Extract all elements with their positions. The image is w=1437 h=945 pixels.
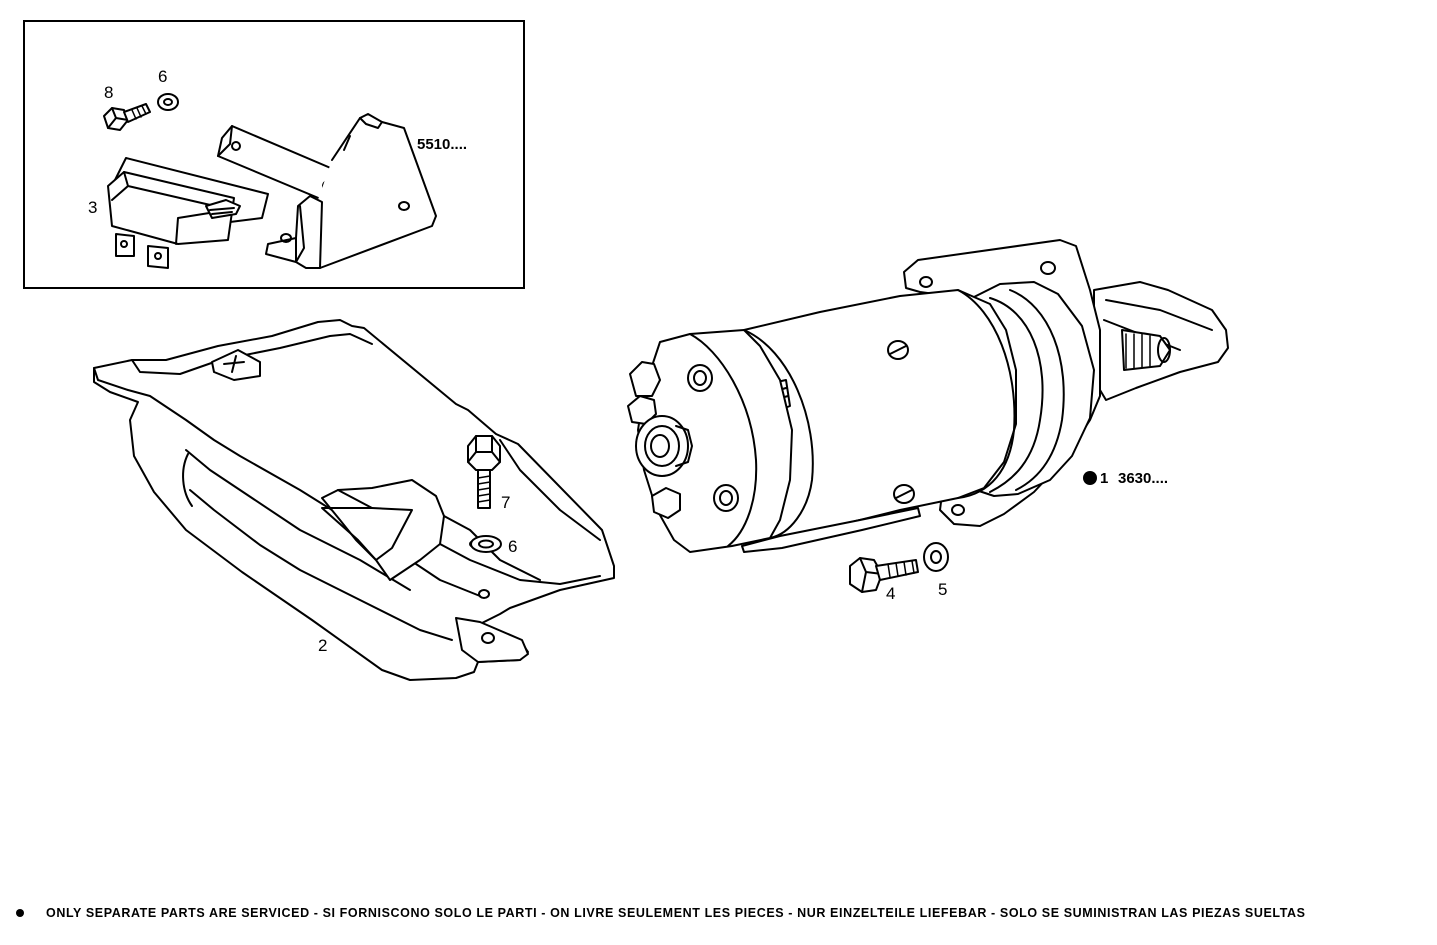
callout-3: 3 bbox=[88, 198, 97, 217]
bracket-drawing bbox=[217, 113, 437, 269]
callout-6-inset: 6 bbox=[158, 67, 167, 86]
serviced-bullet-icon bbox=[1083, 471, 1097, 485]
starter-motor-drawing bbox=[627, 239, 1229, 553]
washer-6-inset-drawing bbox=[157, 93, 179, 111]
inset-panel: 8 6 5510.... 3 bbox=[23, 20, 525, 289]
callout-4: 4 bbox=[886, 584, 895, 603]
callout-2: 2 bbox=[318, 636, 327, 655]
callout-3630: 3630.... bbox=[1118, 470, 1168, 487]
footer-bullet-icon bbox=[16, 908, 24, 917]
footer-note-text: ONLY SEPARATE PARTS ARE SERVICED - SI FO… bbox=[46, 906, 1306, 920]
washer-6-guard-drawing bbox=[470, 535, 502, 553]
regulator-drawing bbox=[107, 157, 269, 269]
bolt-4-drawing bbox=[849, 557, 919, 593]
bolt-7-drawing bbox=[467, 435, 501, 509]
washer-5-drawing bbox=[923, 542, 949, 572]
callout-1: 1 bbox=[1100, 470, 1108, 487]
callout-8: 8 bbox=[104, 83, 113, 102]
callout-7: 7 bbox=[501, 493, 510, 512]
callout-6-guard: 6 bbox=[508, 537, 517, 556]
bolt-8-drawing bbox=[103, 103, 151, 131]
callout-5510: 5510.... bbox=[417, 136, 467, 153]
heat-guard-drawing bbox=[93, 319, 615, 681]
serviced-parts-note: ONLY SEPARATE PARTS ARE SERVICED - SI FO… bbox=[16, 906, 1421, 920]
callout-5: 5 bbox=[938, 580, 947, 599]
